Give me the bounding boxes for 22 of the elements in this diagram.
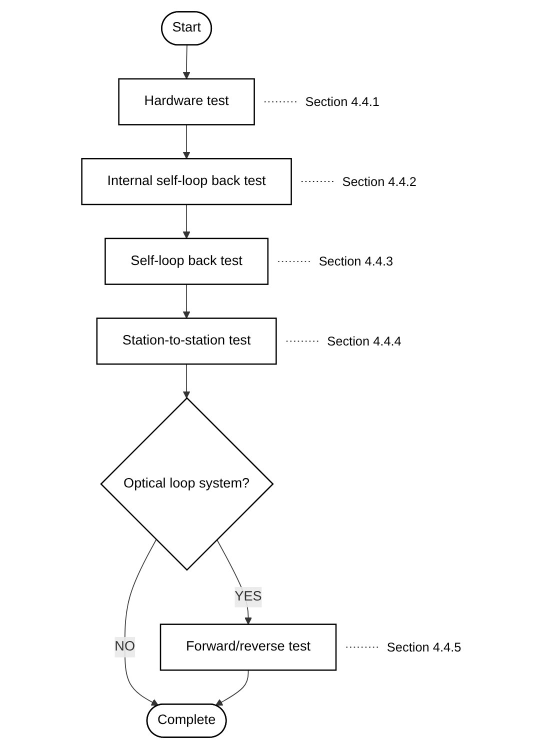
arrow — [124, 539, 159, 706]
terminal-node: Start — [161, 11, 212, 46]
edge-label: YES — [234, 586, 262, 608]
arrow — [182, 44, 190, 80]
arrow — [182, 364, 190, 398]
process-box: Self-loop back test — [104, 238, 269, 285]
section-reference: Section 4.4.1 — [264, 94, 380, 110]
process-box: Forward/reverse test — [160, 624, 337, 671]
section-reference: Section 4.4.2 — [301, 174, 416, 189]
edge-label: NO — [114, 637, 136, 658]
terminal-node: Complete — [146, 703, 227, 738]
arrow — [182, 124, 190, 159]
process-box: Hardware test — [118, 78, 255, 126]
section-reference: Section 4.4.4 — [286, 333, 402, 348]
arrow — [182, 204, 190, 239]
process-box: Internal self-loop back test — [81, 158, 292, 206]
process-box: Station-to-station test — [96, 318, 277, 365]
decision-diamond: Optical loop system? — [100, 397, 274, 571]
arrow — [215, 670, 249, 706]
section-reference: Section 4.4.5 — [346, 639, 462, 654]
arrow — [182, 284, 190, 319]
section-reference: Section 4.4.3 — [278, 254, 394, 269]
